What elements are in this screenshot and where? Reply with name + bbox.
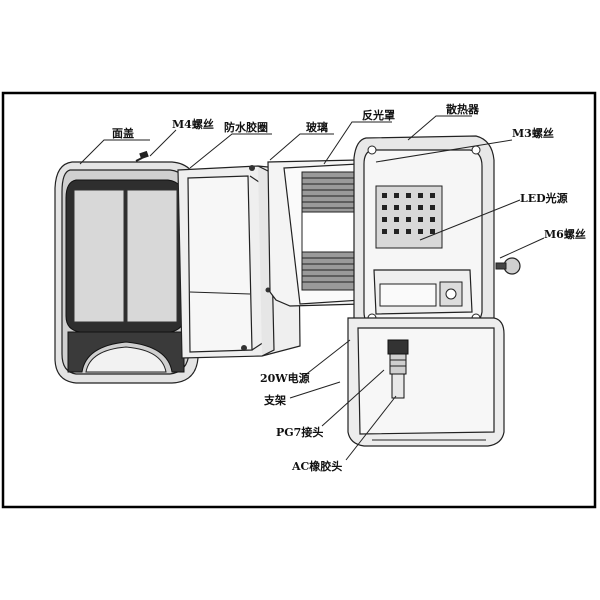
reflector <box>283 163 363 305</box>
led-board <box>375 185 443 249</box>
label-cover: 面盖 <box>112 126 134 140</box>
front-cover <box>54 161 199 384</box>
pg7-connector <box>387 339 409 399</box>
label-led-source: LED光源 <box>520 191 568 205</box>
m6-screw-icon <box>495 257 521 275</box>
label-bracket: 支架 <box>263 393 286 407</box>
diagram-frame <box>1 91 597 509</box>
label-power-supply: 20W电源 <box>260 371 310 385</box>
reflector-fins-bottom <box>301 251 355 291</box>
label-m6-screw: M6螺丝 <box>544 227 586 241</box>
label-glass: 玻璃 <box>306 120 328 134</box>
cover-lens-left <box>73 189 125 323</box>
power-supply <box>373 269 473 315</box>
label-ac-rubber-head: AC橡胶头 <box>291 459 342 473</box>
label-pg7-connector: PG7接头 <box>276 425 323 439</box>
label-gasket: 防水胶圈 <box>224 120 268 134</box>
label-reflector: 反光罩 <box>362 108 395 122</box>
reflector-fins-top <box>301 171 355 213</box>
label-m3-screw: M3螺丝 <box>512 126 554 140</box>
label-heatsink: 散热器 <box>446 102 480 116</box>
leader-lines <box>79 115 545 461</box>
m4-screw-icon <box>135 150 149 162</box>
housing-screw-hole <box>367 145 377 155</box>
housing-screw-hole <box>471 145 481 155</box>
cover-lens-right <box>126 189 178 323</box>
label-m4-screw: M4螺丝 <box>172 117 214 131</box>
